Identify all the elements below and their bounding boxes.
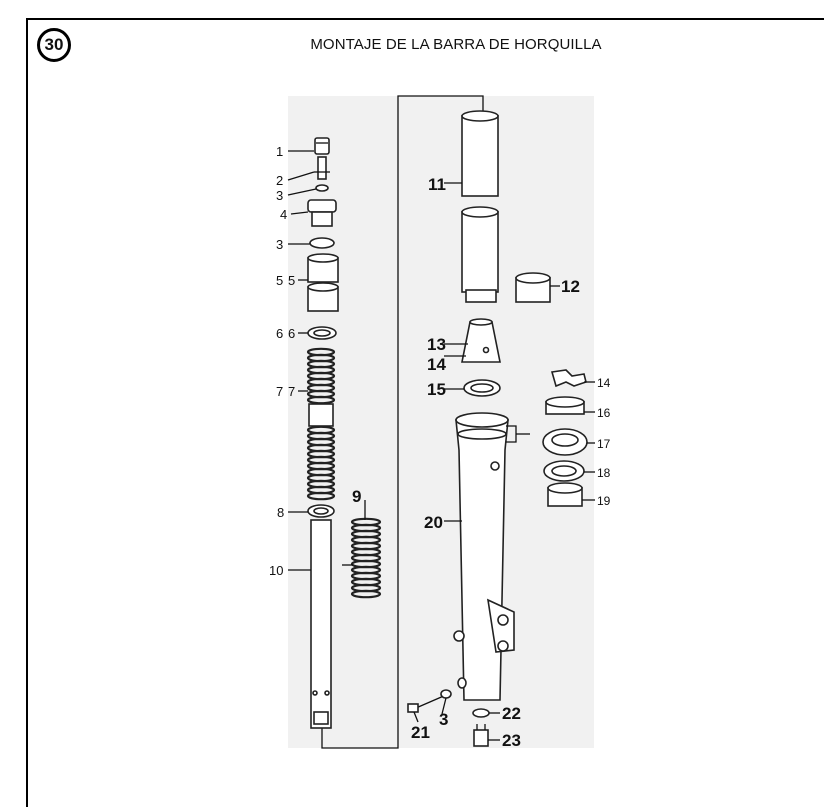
part-15-washer <box>463 379 501 397</box>
part-19-outer-bushing <box>547 482 583 507</box>
part-3-gasket-washer <box>440 689 452 699</box>
callout-3a: 3 <box>276 188 283 203</box>
part-8-washer <box>307 504 335 518</box>
callout-5a: 5 <box>276 273 283 288</box>
callout-23: 23 <box>502 731 521 750</box>
part-4-cap-bolt <box>307 199 337 227</box>
part-16-dust-seal <box>545 396 585 415</box>
right-leader-lines <box>413 182 595 741</box>
callout-8: 8 <box>277 505 284 520</box>
callout-1: 1 <box>276 144 283 159</box>
callout-13: 13 <box>427 335 446 354</box>
part-3-small-o-ring <box>315 184 329 192</box>
callout-7b: 7 <box>288 384 295 399</box>
part-20-outer-tube <box>453 412 515 701</box>
part-17-oil-seal <box>542 428 588 456</box>
callout-12: 12 <box>561 277 580 296</box>
part-23-socket-bolt <box>473 724 489 747</box>
callout-4: 4 <box>280 207 287 222</box>
callout-6b: 6 <box>288 326 295 341</box>
callout-22: 22 <box>502 704 521 723</box>
callout-9: 9 <box>352 487 361 506</box>
part-21-drain-bolt <box>407 694 447 713</box>
part-12-slide-bushing <box>515 272 551 303</box>
part-11-inner-tube <box>461 110 499 303</box>
part-22-washer <box>472 708 490 718</box>
callout-3b: 3 <box>276 237 283 252</box>
page-frame <box>26 18 824 807</box>
callout-7a: 7 <box>276 384 283 399</box>
callout-19: 19 <box>597 494 611 508</box>
callout-18: 18 <box>597 466 611 480</box>
callout-14a: 14 <box>427 355 446 374</box>
callout-11: 11 <box>428 175 446 194</box>
part-10-damper-rod <box>310 519 332 729</box>
part-6-washer <box>307 326 337 340</box>
part-1-adjuster-nut <box>314 137 330 155</box>
callout-15: 15 <box>427 380 446 399</box>
callout-20: 20 <box>424 513 443 532</box>
callout-14b: 14 <box>597 376 611 390</box>
diagram-background <box>288 96 594 748</box>
callout-10: 10 <box>269 563 283 578</box>
callout-3c: 3 <box>439 710 448 729</box>
callout-17: 17 <box>597 437 611 451</box>
page-number: 30 <box>44 35 64 54</box>
callout-5b: 5 <box>288 273 295 288</box>
callout-6a: 6 <box>276 326 283 341</box>
part-2-valve <box>314 156 330 180</box>
page-number-badge: 30 <box>37 28 71 62</box>
part-7-fork-spring <box>306 347 336 501</box>
part-5-spacer <box>307 253 339 312</box>
callout-16: 16 <box>597 406 611 420</box>
left-leader-lines <box>287 150 366 571</box>
part-3-o-ring <box>309 237 335 249</box>
callout-2: 2 <box>276 173 283 188</box>
assembly-connector-line <box>321 95 484 749</box>
callout-21: 21 <box>411 723 430 742</box>
part-13-oil-lock-piece <box>461 318 501 363</box>
page-title: MONTAJE DE LA BARRA DE HORQUILLA <box>310 36 602 53</box>
part-9-rebound-spring <box>350 517 382 599</box>
part-18-washer <box>543 460 585 482</box>
part-drain-screw <box>457 677 467 689</box>
